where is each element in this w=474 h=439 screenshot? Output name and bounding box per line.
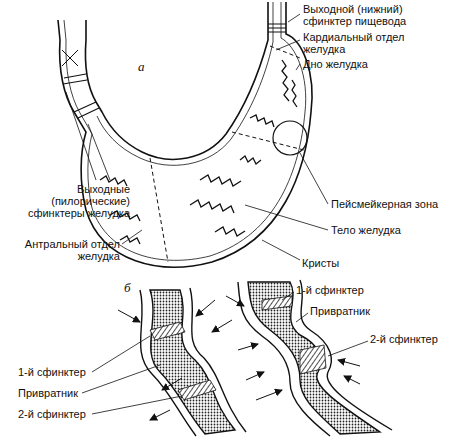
part-label: 2-й сфинктер [18, 408, 86, 420]
part-label: 2-й сфинктер [370, 333, 438, 345]
part-label: Пейсмейкерная зона [331, 198, 438, 210]
part-label: Кристы [302, 257, 339, 269]
part-label: Антральный отдел желудка [14, 238, 120, 262]
part-label: Дно желудка [303, 58, 368, 70]
part-label: Кардиальный отдел желудка [303, 31, 421, 55]
part-label: 1-й сфинктер [296, 284, 364, 296]
part-label: Привратник [310, 305, 370, 317]
part-label: Тело желудка [331, 224, 401, 236]
part-label: 1-й сфинктер [18, 366, 86, 378]
figure-letter: б [124, 281, 131, 295]
part-label: Привратник [18, 387, 78, 399]
part-label: Выходные (пилорические) сфинктеры желудк… [18, 183, 130, 219]
figure-letter: а [138, 60, 145, 74]
part-label: Выходной (нижний) сфинктер пищевода [303, 3, 421, 27]
